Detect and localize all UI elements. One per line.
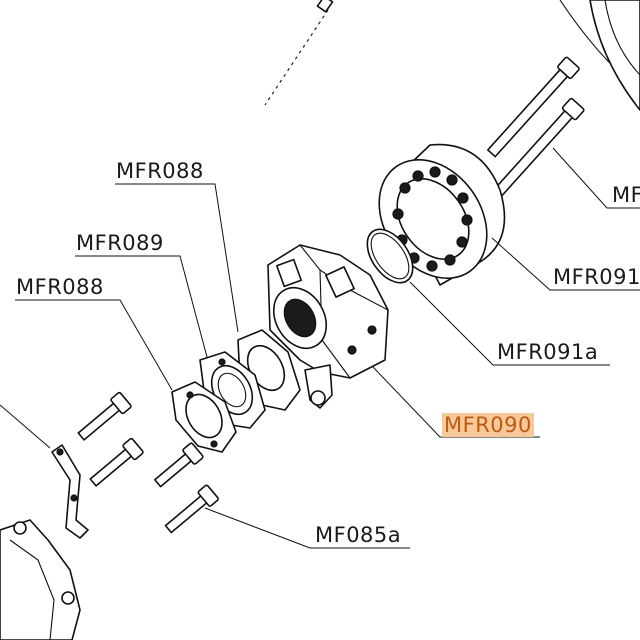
- label-mfr088-top[interactable]: MFR088: [116, 159, 204, 183]
- ring-holes: [392, 166, 473, 272]
- label-mfr088-left[interactable]: MFR088: [16, 275, 104, 299]
- label-mfr090-highlighted[interactable]: MFR090: [442, 413, 534, 437]
- label-mfr089[interactable]: MFR089: [76, 231, 164, 255]
- linkage-bracket: [51, 444, 89, 539]
- short-bolts: [77, 391, 219, 534]
- leader-lines: [0, 147, 640, 549]
- spacer-ring-block-mfr091: [378, 143, 506, 286]
- carburetor-body-mfr090: [267, 244, 389, 409]
- label-mfr091[interactable]: MFR091: [553, 265, 640, 289]
- gasket-mfr088-left: [171, 381, 237, 453]
- label-mfr091a[interactable]: MFR091a: [497, 340, 599, 364]
- intake-manifold-partial: [0, 519, 81, 640]
- long-bolts: [486, 56, 585, 198]
- label-mf085a[interactable]: MF085a: [315, 523, 402, 547]
- label-mf-truncated[interactable]: MF: [612, 183, 640, 207]
- engine-housing-partial: [559, 0, 640, 111]
- alignment-dashed-line: [264, 0, 334, 106]
- o-ring-mfr091a: [366, 228, 414, 284]
